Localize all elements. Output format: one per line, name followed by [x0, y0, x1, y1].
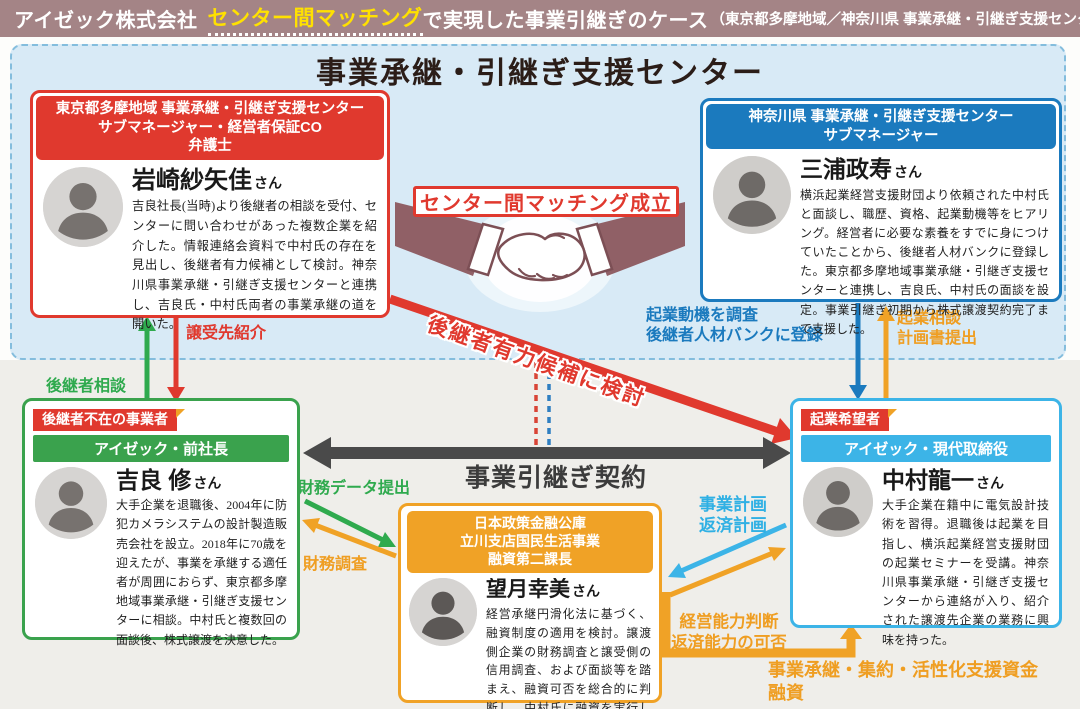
- motive-survey-label: 起業動機を調査 後継者人材バンクに登録: [646, 307, 823, 344]
- name-text: 三浦政寿: [800, 156, 892, 183]
- portrait-iwasaki: [43, 166, 123, 247]
- status-tag: 起業希望者: [801, 409, 897, 431]
- name-text: 岩崎紗矢佳: [132, 166, 252, 194]
- honorific: さん: [572, 582, 600, 599]
- name-text: 望月幸美: [486, 577, 570, 601]
- name-text: 吉良 修: [116, 466, 192, 493]
- person-description: 大手企業を退職後、2004年に防犯カメラシステムの設計製造販売会社を設立。201…: [116, 498, 287, 647]
- portrait-kira: [35, 466, 107, 539]
- startup-consult-label: 起業相談 計画書提出: [897, 310, 978, 347]
- person-name: 中村龍一さん: [882, 467, 1049, 493]
- status-tag: 後継者不在の事業者: [33, 409, 185, 431]
- person-description: 横浜起業経営支援財団より依頼された中村氏と面談し、職歴、資格、起業動機等をヒアリ…: [800, 187, 1049, 336]
- successor-consult-label: 後継者相談: [46, 378, 127, 395]
- role-header: アイゼック・前社長: [33, 434, 289, 462]
- panel-title: 事業承継・引継ぎ支援センター: [316, 57, 764, 90]
- fold-corner-icon: [888, 409, 897, 418]
- kira-box: 後継者不在の事業者 アイゼック・前社長 吉良 修さん 大手企業を退職後、2004…: [22, 398, 300, 647]
- honorific: さん: [193, 474, 222, 491]
- transfer-intro-label: 譲受先紹介: [186, 325, 267, 342]
- person-name: 望月幸美さん: [486, 578, 651, 602]
- honorific: さん: [894, 164, 922, 181]
- tag-text: 起業希望者: [810, 411, 880, 427]
- portrait-miura: [713, 156, 791, 235]
- kanagawa-center-box: 神奈川県 事業承継・引継ぎ支援センター サブマネージャー 三浦政寿さん 横浜起業…: [700, 98, 1062, 336]
- name-text: 中村龍一: [882, 466, 974, 493]
- match-badge: センター間マッチング成立: [413, 186, 679, 217]
- person-description: 経営承継円滑化法に基づく、融資制度の適用を検討。譲渡側企業の財務調査と譲受側の信…: [486, 606, 651, 709]
- kanagawa-center-header: 神奈川県 事業承継・引継ぎ支援センター サブマネージャー: [706, 104, 1056, 150]
- tag-text: 後継者不在の事業者: [42, 411, 168, 427]
- mochizuki-box: 日本政策金融公庫 立川支店国民生活事業 融資第二課長 望月幸美さん 経営承継円滑…: [398, 503, 662, 709]
- fold-corner-icon: [176, 409, 185, 418]
- nakamura-box: 起業希望者 アイゼック・現代取締役 中村龍一さん 大手企業在籍中に電気設計技術を…: [790, 398, 1062, 647]
- tokyo-center-header: 東京都多摩地域 事業承継・引継ぎ支援センター サブマネージャー・経営者保証CO …: [36, 96, 384, 160]
- jfc-header: 日本政策金融公庫 立川支店国民生活事業 融資第二課長: [407, 511, 653, 573]
- tokyo-center-box: 東京都多摩地域 事業承継・引継ぎ支援センター サブマネージャー・経営者保証CO …: [30, 90, 390, 331]
- person-name: 吉良 修さん: [116, 467, 287, 493]
- person-name: 三浦政寿さん: [800, 156, 1049, 182]
- honorific: さん: [976, 474, 1004, 491]
- company-name: アイゼック株式会社: [14, 10, 198, 32]
- contract-label: 事業引継ぎ契約: [464, 464, 647, 492]
- honorific: さん: [254, 174, 282, 191]
- page-header-bar: アイゼック株式会社 センター間マッチング で実現した事業引継ぎのケース （東京都…: [0, 0, 1080, 37]
- financial-survey-label: 財務調査: [303, 556, 368, 573]
- header-rest: で実現した事業引継ぎのケース: [422, 10, 709, 32]
- person-description: 大手企業在籍中に電気設計技術を習得。退職後は起業を目指し、横浜起業経営支援財団の…: [882, 498, 1049, 647]
- person-name: 岩崎紗矢佳さん: [132, 167, 377, 195]
- portrait-mochizuki: [409, 577, 477, 646]
- business-plan-label: 事業計画 返済計画: [699, 495, 767, 536]
- loan-label: 事業承継・集約・活性化支援資金 融資: [768, 660, 1038, 703]
- financial-data-label: 財務データ提出: [298, 480, 411, 497]
- person-description: 吉良社長(当時)より後継者の相談を受付、センターに問い合わせがあった複数企業を紹…: [132, 199, 377, 332]
- header-paren: （東京都多摩地域／神奈川県 事業承継・引継ぎ支援センター）: [710, 12, 1080, 28]
- role-header: アイゼック・現代取締役: [801, 434, 1051, 462]
- portrait-nakamura: [803, 466, 873, 537]
- ability-judge-label: 経営能力判断 返済能力の可否: [671, 613, 787, 652]
- header-highlight: センター間マッチング: [207, 2, 423, 36]
